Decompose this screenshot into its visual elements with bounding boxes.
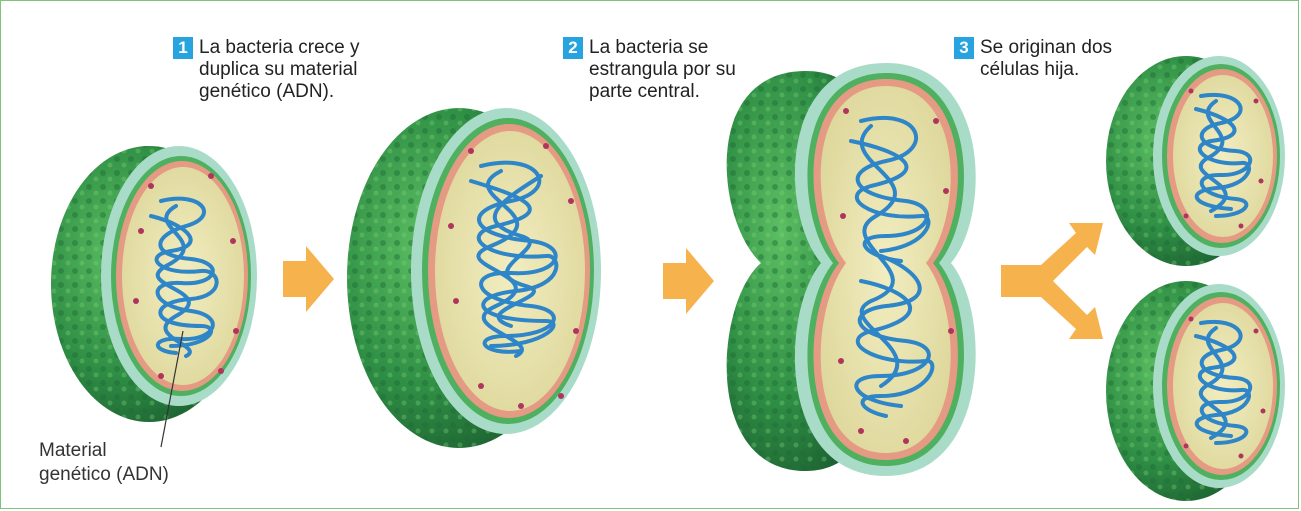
dna-callout-label: Material genético (ADN): [39, 439, 169, 487]
step-3-text: Se originan dos células hija.: [980, 37, 1112, 81]
daughter-cell-bottom: [1106, 281, 1285, 501]
fork-arrow-icon: [1001, 223, 1103, 339]
right-arrow-icon: [283, 246, 334, 312]
step-1-badge: 1: [173, 37, 193, 59]
step-2-text: La bacteria se estrangula por su parte c…: [589, 37, 736, 103]
step-3: 3 Se originan dos células hija.: [954, 37, 1112, 81]
daughter-cell-top: [1106, 56, 1285, 266]
step-1-text: La bacteria crece y duplica su material …: [199, 37, 360, 103]
right-arrow-icon: [663, 248, 714, 314]
bacterium-initial: [51, 146, 257, 422]
bacterium-grown: [347, 108, 601, 448]
step-1: 1 La bacteria crece y duplica su material…: [173, 37, 360, 103]
step-2: 2 La bacteria se estrangula por su parte …: [563, 37, 736, 103]
step-2-badge: 2: [563, 37, 583, 59]
bacterium-dividing: [727, 63, 976, 476]
step-3-badge: 3: [954, 37, 974, 59]
